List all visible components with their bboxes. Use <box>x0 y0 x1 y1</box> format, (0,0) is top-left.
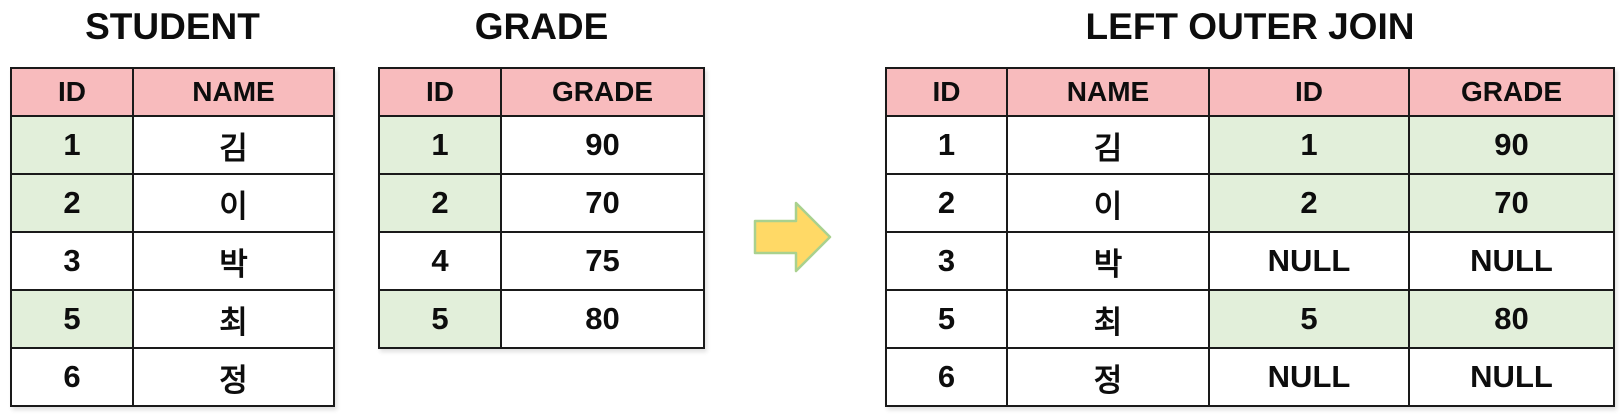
table-cell: 정 <box>134 349 335 407</box>
table-cell: 박 <box>1008 233 1210 291</box>
table-cell: 6 <box>12 349 134 407</box>
right-arrow-icon <box>753 201 832 273</box>
student-table-title: STUDENT <box>85 6 260 47</box>
column-header: GRADE <box>1410 69 1615 117</box>
column-header: ID <box>1210 69 1410 117</box>
column-header: ID <box>380 69 502 117</box>
table-cell: 2 <box>12 175 134 233</box>
table-cell: 5 <box>887 291 1008 349</box>
table-cell: NULL <box>1210 349 1410 407</box>
table-cell: 이 <box>1008 175 1210 233</box>
column-header: ID <box>12 69 134 117</box>
table-cell: 70 <box>502 175 705 233</box>
table-cell: 최 <box>134 291 335 349</box>
table-cell: 70 <box>1410 175 1615 233</box>
table-cell: 김 <box>134 117 335 175</box>
table-cell: 5 <box>12 291 134 349</box>
table-cell: 1 <box>1210 117 1410 175</box>
table-cell: 80 <box>1410 291 1615 349</box>
table-cell: 5 <box>1210 291 1410 349</box>
table-cell: 3 <box>887 233 1008 291</box>
table-cell: 90 <box>502 117 705 175</box>
table-cell: 4 <box>380 233 502 291</box>
table-cell: 2 <box>1210 175 1410 233</box>
table-cell: 5 <box>380 291 502 349</box>
table-cell: 이 <box>134 175 335 233</box>
table-cell: 2 <box>380 175 502 233</box>
table-cell: 정 <box>1008 349 1210 407</box>
table-cell: NULL <box>1410 233 1615 291</box>
table-cell: 박 <box>134 233 335 291</box>
table-cell: 김 <box>1008 117 1210 175</box>
table-cell: NULL <box>1210 233 1410 291</box>
table-cell: 90 <box>1410 117 1615 175</box>
table-cell: 최 <box>1008 291 1210 349</box>
table-cell: 1 <box>380 117 502 175</box>
column-header: NAME <box>1008 69 1210 117</box>
table-cell: 3 <box>12 233 134 291</box>
table-cell: 1 <box>887 117 1008 175</box>
table-cell: 75 <box>502 233 705 291</box>
table-cell: 2 <box>887 175 1008 233</box>
column-header: ID <box>887 69 1008 117</box>
column-header: GRADE <box>502 69 705 117</box>
table-cell: 80 <box>502 291 705 349</box>
column-header: NAME <box>134 69 335 117</box>
table-cell: 6 <box>887 349 1008 407</box>
table-cell: NULL <box>1410 349 1615 407</box>
table-cell: 1 <box>12 117 134 175</box>
grade-table-title: GRADE <box>474 6 609 47</box>
left-outer-join-title: LEFT OUTER JOIN <box>1085 6 1415 47</box>
